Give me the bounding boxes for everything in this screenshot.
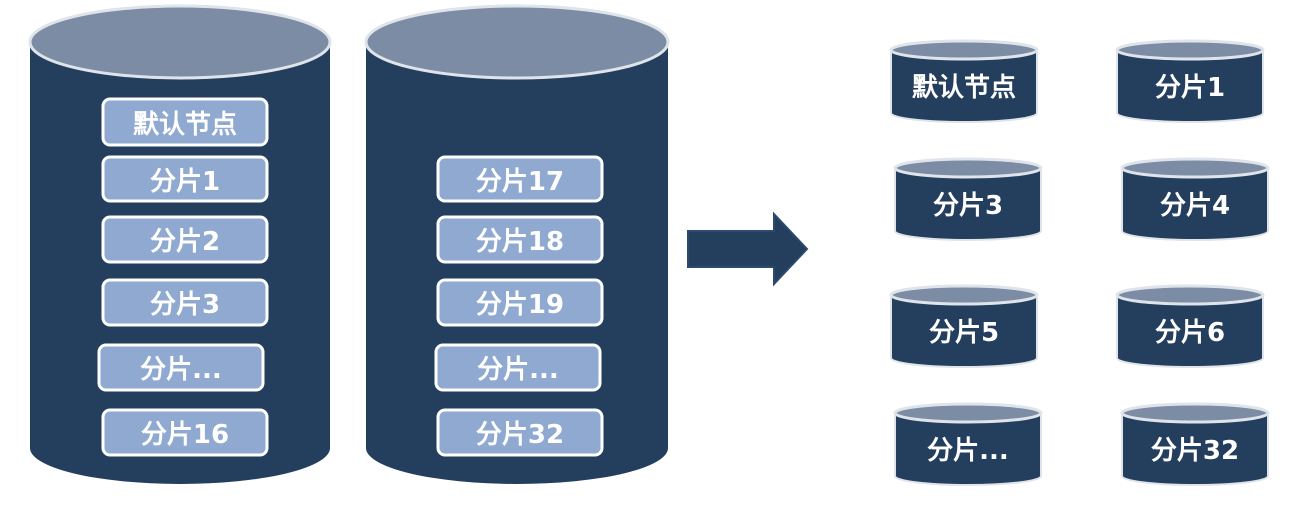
- small-cylinder-body: [890, 49, 1038, 123]
- shard-label: 分片1: [150, 167, 220, 197]
- small-cylinder-body: [1116, 49, 1264, 123]
- small-cylinder-top: [889, 284, 1039, 306]
- small-cylinder-body: [894, 167, 1042, 241]
- big-cylinder-1-top: [28, 4, 332, 80]
- small-cylinder-label: 分片3: [933, 191, 1003, 221]
- shard-box: 分片...: [434, 343, 602, 392]
- shard-label: 分片...: [477, 355, 559, 385]
- shard-box: 分片...: [97, 343, 265, 392]
- small-cylinder-label: 默认节点: [912, 72, 1016, 103]
- shard-box: 默认节点: [101, 97, 269, 147]
- small-cylinder-label: 分片32: [1151, 436, 1239, 466]
- shard-label: 分片19: [476, 290, 564, 320]
- shard-box: 分片17: [436, 155, 604, 203]
- shard-label: 分片32: [476, 420, 564, 450]
- small-cylinder: 分片3: [893, 157, 1043, 241]
- small-cylinder-top: [893, 402, 1043, 424]
- shard-box: 分片32: [436, 408, 604, 457]
- small-cylinder-grid: 默认节点 分片1 分片3 分片4 分片5 分片6 分片... 分片32: [889, 39, 1270, 486]
- small-cylinder-label: 分片1: [1155, 73, 1225, 103]
- small-cylinder-top: [1120, 157, 1270, 179]
- small-cylinder-body: [1121, 167, 1269, 241]
- right-arrow-icon: [687, 211, 809, 287]
- small-cylinder-body: [890, 294, 1038, 368]
- shard-box: 分片19: [436, 278, 604, 327]
- small-cylinder-body: [1116, 294, 1264, 368]
- small-cylinder-body: [894, 412, 1042, 486]
- shard-box: 分片2: [101, 215, 269, 264]
- small-cylinder: 分片5: [889, 284, 1039, 368]
- shard-box: 分片1: [101, 155, 269, 203]
- small-cylinder-label: 分片6: [1155, 318, 1225, 348]
- small-cylinder-label: 分片...: [927, 436, 1009, 466]
- shard-box: 分片16: [101, 408, 269, 457]
- shard-label: 分片18: [476, 227, 564, 257]
- small-cylinder-top: [1115, 284, 1265, 306]
- small-cylinder: 分片1: [1115, 39, 1265, 123]
- small-cylinder-label: 分片4: [1160, 191, 1230, 221]
- shard-group-1: 默认节点 分片1 分片2 分片3 分片... 分片16: [97, 97, 269, 457]
- shard-box: 分片18: [436, 215, 604, 264]
- shard-label: 分片16: [141, 420, 229, 450]
- shard-label: 分片3: [150, 290, 220, 320]
- small-cylinder-body: [1121, 412, 1269, 486]
- big-cylinder-2-top: [364, 4, 670, 80]
- shard-label: 默认节点: [133, 109, 237, 140]
- small-cylinder: 分片...: [893, 402, 1043, 486]
- small-cylinder-label: 分片5: [929, 318, 999, 348]
- small-cylinder-top: [893, 157, 1043, 179]
- small-cylinder: 默认节点: [889, 39, 1039, 123]
- small-cylinder-top: [1115, 39, 1265, 61]
- shard-label: 分片...: [140, 355, 222, 385]
- shard-label: 分片17: [476, 167, 564, 197]
- shard-box: 分片3: [101, 278, 269, 327]
- small-cylinder: 分片6: [1115, 284, 1265, 368]
- small-cylinder: 分片4: [1120, 157, 1270, 241]
- small-cylinder: 分片32: [1120, 402, 1270, 486]
- shard-group-2: 分片17 分片18 分片19 分片... 分片32: [434, 155, 604, 457]
- small-cylinder-top: [889, 39, 1039, 61]
- shard-label: 分片2: [150, 227, 220, 257]
- small-cylinder-top: [1120, 402, 1270, 424]
